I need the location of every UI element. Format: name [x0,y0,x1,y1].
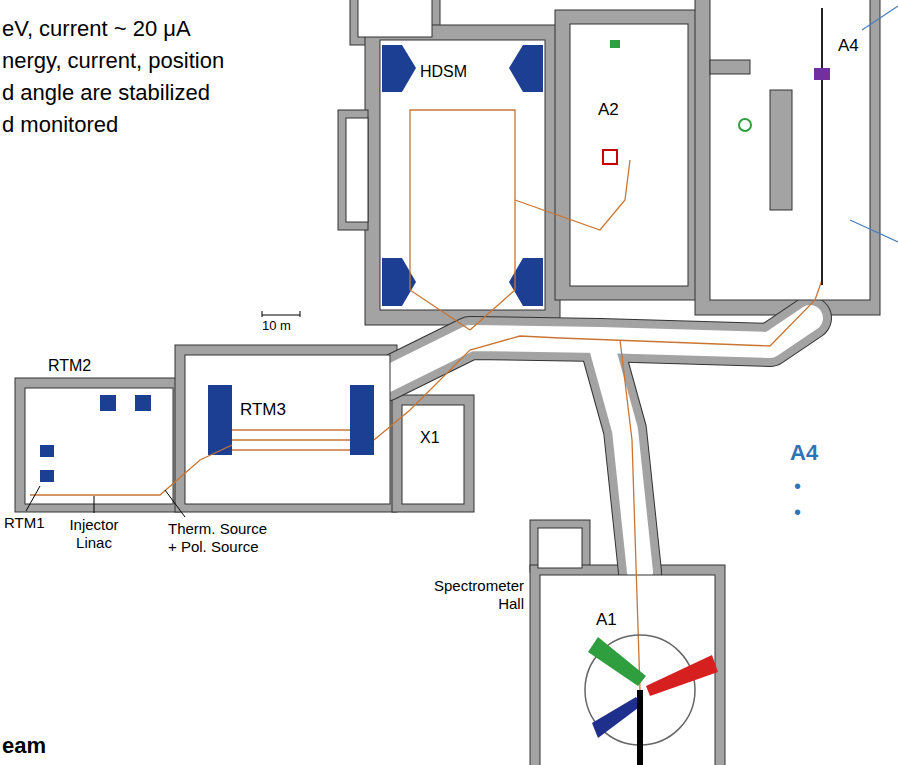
wall [770,90,792,210]
equipment-symbol [610,40,620,48]
beam-spec-text: eV, current ~ 20 μA [2,16,191,42]
magnet [208,385,232,455]
floor-group [25,0,870,765]
room-floor [380,40,545,310]
room-floor [570,24,688,286]
wall-group [710,60,792,210]
magnet [509,258,543,306]
section-heading: eam [2,733,46,759]
room-name: X1 [420,428,440,447]
scale-label: 10 m [262,318,291,334]
callout-line [850,220,898,242]
leader-line [94,496,95,513]
wall [530,565,725,765]
tunnel-wall [600,340,640,572]
wall [338,110,368,230]
scale-bar-tick [300,311,301,317]
hall-name: A1 [596,610,617,630]
wall [710,60,750,74]
beamline [374,336,560,440]
beamline-group [30,110,822,690]
callout-line [862,6,898,30]
room-floor [25,388,173,504]
room-name: RTM3 [240,400,286,420]
beamline [232,430,350,450]
beamline [515,160,630,230]
beam-spec-text: d angle are stabilized [2,80,210,106]
scale-bar [262,311,300,317]
magnet [382,45,416,92]
detector-symbol [739,119,751,131]
beam-spec-text: nergy, current, position [2,48,224,74]
magnet [382,258,416,306]
beam-pipe [821,8,823,285]
bullet: • [794,500,801,524]
component-name: Therm. Source + Pol. Source [168,520,274,556]
room-name: RTM2 [48,356,91,375]
room-floor [346,118,368,222]
wall-group [15,0,880,765]
wall [392,395,474,512]
magnet [40,445,54,457]
leader-line [26,486,40,511]
bullet: • [794,474,801,498]
detector-symbol [603,150,617,164]
magnet [100,395,116,411]
magnet [135,395,151,411]
hall-name: A4 [838,36,859,56]
room-floor [710,0,870,300]
beamline [410,110,515,330]
component-name: Injector Linac [62,516,126,552]
tunnel-group [385,318,810,572]
target-chamber [814,68,830,80]
magnet [350,385,374,455]
spectrometer-arm [646,655,718,696]
wall [365,25,560,325]
beamline [560,280,822,346]
beamline [30,445,232,495]
beam-dump-line [637,690,643,765]
wall [15,378,180,512]
magnet [509,45,543,92]
magnet-group [40,45,543,482]
scale-bar-tick [262,311,263,317]
wall [530,520,590,572]
room-floor [185,355,390,504]
component-name: RTM1 [4,514,45,532]
beam-spec-text: d monitored [2,112,118,138]
tunnel-wall [600,340,640,572]
room-floor [538,528,582,568]
room-floor [402,405,464,504]
hall-name: Spectrometer Hall [429,577,524,613]
hall-name: A2 [598,100,619,120]
scale-bar-line [262,315,300,316]
leader-line [165,490,185,517]
wall [175,345,397,512]
wall [695,0,880,315]
spectrometer-arm [588,637,646,686]
hall-name: HDSM [420,62,467,81]
spectrometer-arm [592,697,642,738]
leader-group [26,486,185,517]
wall [555,10,700,300]
room-floor [358,0,432,37]
section-heading: A4 [790,440,818,466]
magnet [40,470,54,482]
tunnel-floor [600,340,640,572]
